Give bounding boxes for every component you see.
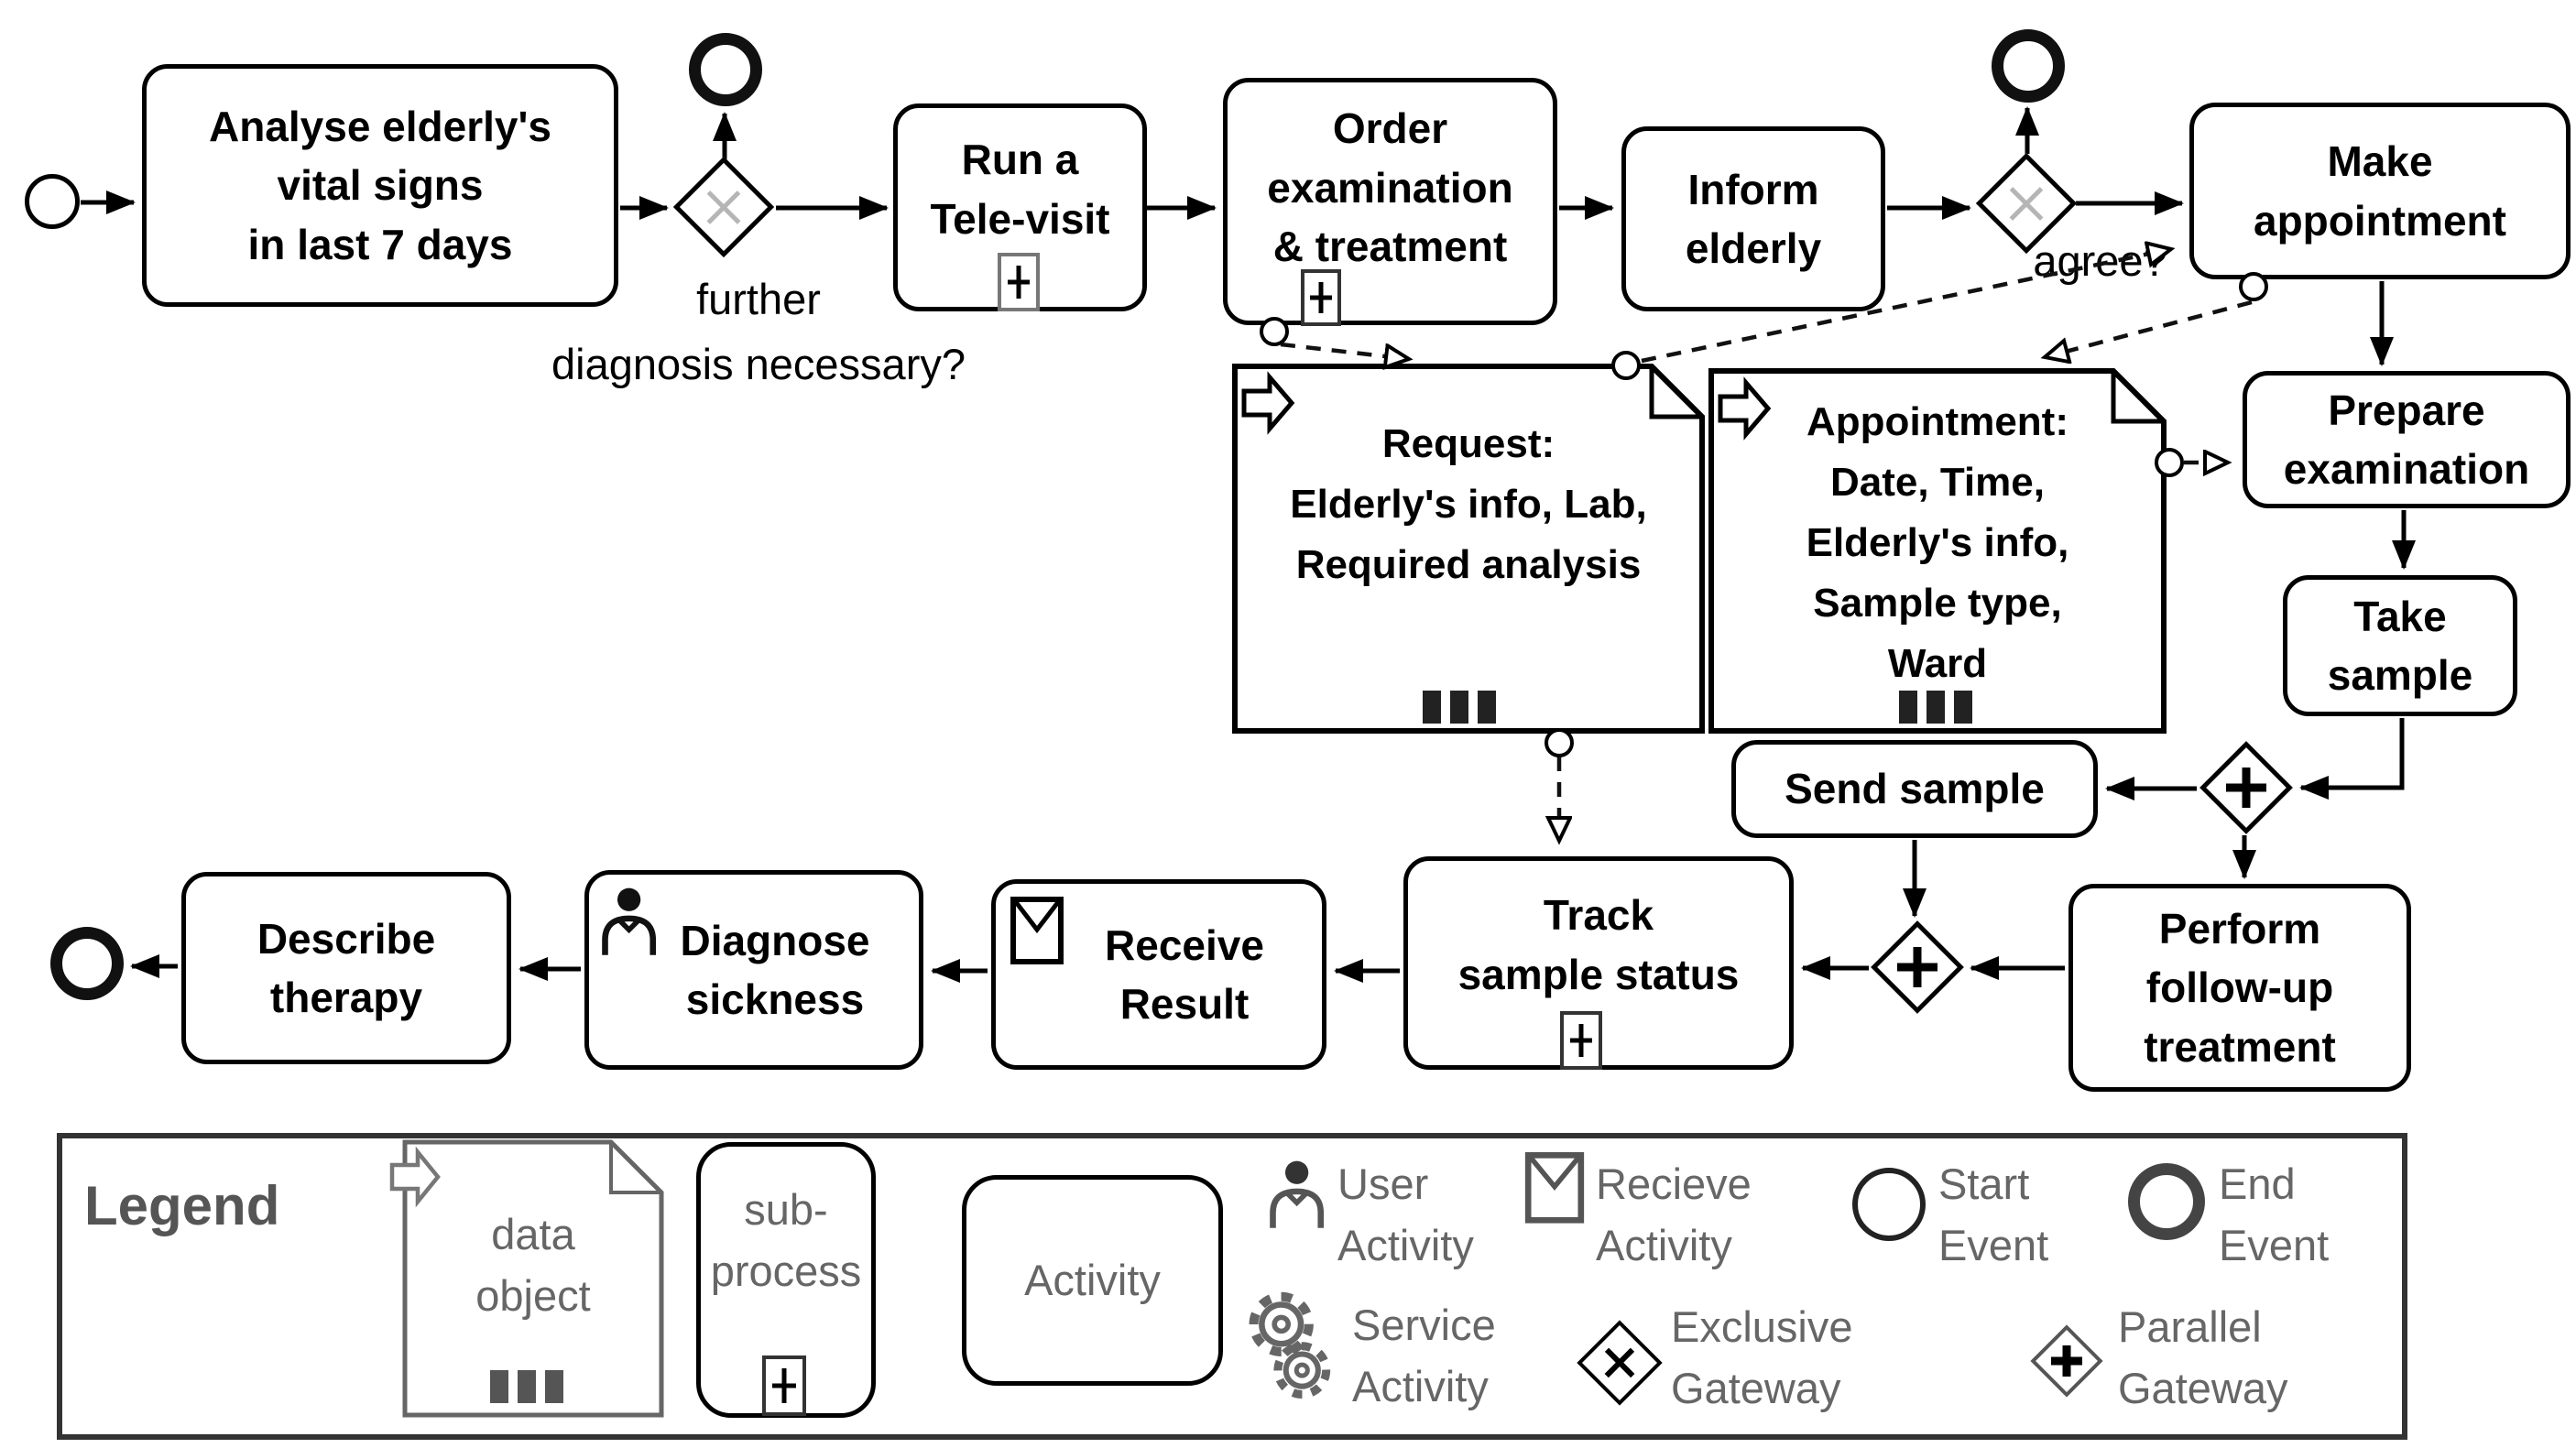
activity-prepare-examination: Prepare examination xyxy=(2243,371,2571,508)
end-event-final xyxy=(50,927,124,1000)
legend-parallel-gateway-label: Parallel Gateway xyxy=(2118,1302,2288,1412)
user-icon xyxy=(602,887,657,955)
end-event-no-agreement xyxy=(1992,29,2065,103)
activity-label: Make appointment xyxy=(2254,137,2506,245)
parallel-gateway-split xyxy=(2199,741,2293,834)
gateway-x-icon xyxy=(1589,1333,1650,1393)
start-event xyxy=(25,174,80,229)
activity-describe-therapy: Describe therapy xyxy=(181,872,511,1064)
activity-label: Perform follow-up treatment xyxy=(2144,904,2336,1071)
gateway-plus-icon xyxy=(2041,1335,2092,1387)
gateway-plus-icon xyxy=(1884,934,1950,1000)
gears-icon xyxy=(1249,1291,1331,1399)
gateway-x-icon xyxy=(688,171,759,243)
activity-perform-followup: Perform follow-up treatment xyxy=(2068,884,2411,1092)
subprocess-plus-icon xyxy=(998,253,1040,311)
legend-panel xyxy=(57,1133,2407,1440)
activity-label: Diagnose sickness xyxy=(680,916,870,1023)
activity-take-sample: Take sample xyxy=(2283,575,2517,716)
data-object-request-label: Request: Elderly's info, Lab, Required a… xyxy=(1290,421,1647,587)
legend-title: Legend xyxy=(84,1175,280,1236)
legend-user-activity-label: User Activity xyxy=(1337,1159,1474,1269)
legend-receive-activity-label: Recieve Activity xyxy=(1596,1159,1752,1269)
collection-marker-icon xyxy=(1423,691,1972,724)
end-event-icon xyxy=(2128,1163,2205,1240)
activity-label: Receive Result xyxy=(1105,920,1264,1028)
legend-end-event-label: End Event xyxy=(2219,1159,2330,1269)
legend-activity: Activity xyxy=(962,1175,1223,1386)
activity-label: Send sample xyxy=(1785,765,2045,813)
legend-activity-label: Activity xyxy=(1024,1255,1161,1304)
gateway-question-label: further diagnosis necessary? xyxy=(551,275,966,388)
activity-make-appointment: Make appointment xyxy=(2189,103,2571,279)
user-icon xyxy=(1270,1160,1325,1228)
data-object-appointment-label: Appointment: Date, Time, Elderly's info,… xyxy=(1806,399,2069,686)
legend-subprocess-label: sub- process xyxy=(710,1185,862,1295)
activity-label: Describe therapy xyxy=(257,914,436,1021)
activity-label: Take sample xyxy=(2327,592,2473,699)
activity-diagnose-sickness: Diagnose sickness xyxy=(584,870,923,1070)
activity-send-sample: Send sample xyxy=(1731,740,2098,838)
subprocess-plus-icon xyxy=(1560,1011,1602,1070)
activity-label: Order examination & treatment xyxy=(1267,104,1513,271)
legend-parallel-gateway xyxy=(2030,1324,2103,1398)
subprocess-plus-icon xyxy=(1301,269,1341,326)
parallel-gateway-join xyxy=(1871,920,1964,1014)
legend-service-activity-label: Service Activity xyxy=(1352,1301,1496,1410)
legend-data-object-label: data object xyxy=(475,1210,591,1320)
legend-exclusive-gateway xyxy=(1577,1320,1663,1406)
activity-analyse-vital-signs: Analyse elderly's vital signs in last 7 … xyxy=(142,64,618,307)
legend-exclusive-gateway-label: Exclusive Gateway xyxy=(1671,1302,1853,1412)
start-event-icon xyxy=(1852,1168,1926,1241)
gateway-plus-icon xyxy=(2213,755,2279,821)
end-event-no-diagnosis xyxy=(689,33,762,106)
activity-label: Prepare examination xyxy=(2283,386,2530,493)
gateway-agree-label: agree? xyxy=(2033,236,2167,285)
activity-inform-elderly: Inform elderly xyxy=(1621,126,1885,311)
envelope-icon xyxy=(1524,1152,1585,1224)
activity-label: Inform elderly xyxy=(1685,165,1822,272)
activity-label: Run a Tele-visit xyxy=(930,136,1110,243)
activity-label: Analyse elderly's vital signs in last 7 … xyxy=(208,102,552,268)
activity-receive-result: Receive Result xyxy=(991,879,1326,1070)
activity-label: Track sample status xyxy=(1457,891,1740,998)
exclusive-gateway-diagnosis xyxy=(672,156,775,258)
subprocess-plus-icon xyxy=(762,1355,806,1416)
legend-start-event-label: Start Event xyxy=(1938,1159,2049,1269)
envelope-icon xyxy=(1010,897,1064,964)
activity-order-examination: Order examination & treatment xyxy=(1223,78,1557,325)
